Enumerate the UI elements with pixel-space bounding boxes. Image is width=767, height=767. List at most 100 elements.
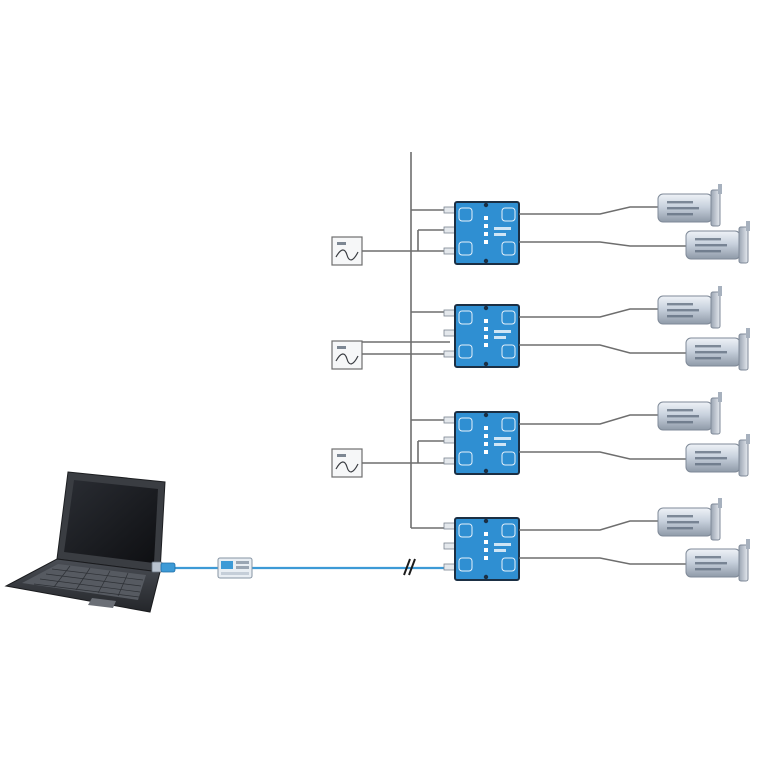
terminal-icon — [501, 241, 516, 256]
controller-module — [443, 201, 520, 265]
terminal-icon — [458, 417, 473, 432]
motor-endcap — [738, 439, 749, 477]
motor-label-mark — [695, 568, 721, 571]
terminal-icon — [501, 523, 516, 538]
controller-module — [443, 304, 520, 368]
motor-label-mark — [667, 303, 693, 306]
label-mark — [494, 543, 511, 546]
motor-icon — [685, 221, 750, 264]
laptop-keyboard — [22, 564, 146, 600]
motor-shaft — [718, 392, 722, 402]
status-led — [484, 224, 488, 228]
motor-wire — [519, 557, 686, 565]
motor-wires — [519, 520, 686, 565]
motor-label-mark — [667, 421, 693, 424]
label-mark — [494, 336, 506, 339]
status-led — [484, 232, 488, 236]
motor-label-mark — [667, 409, 693, 412]
motor-endcap — [710, 503, 721, 541]
controller-module — [443, 411, 520, 475]
status-led — [484, 532, 488, 536]
ac-sensor-icon — [331, 340, 363, 370]
terminal-icon — [458, 207, 473, 222]
terminal-icon — [458, 557, 473, 572]
sensor-mark — [337, 242, 346, 245]
motor-label-mark — [667, 207, 699, 210]
motor-label-mark — [667, 515, 693, 518]
status-led — [484, 319, 488, 323]
terminal-icon — [501, 451, 516, 466]
laptop-touchpad — [88, 598, 116, 608]
motor-icon — [657, 392, 722, 435]
motor-wire — [519, 206, 658, 215]
motor-endcap — [738, 544, 749, 582]
sensor-box — [331, 448, 363, 478]
sensor-box — [331, 236, 363, 266]
motor-icon — [685, 328, 750, 371]
motor-label-mark — [695, 457, 727, 460]
status-led — [484, 240, 488, 244]
motor-shaft — [718, 184, 722, 194]
motor-label-mark — [695, 238, 721, 241]
ac-sensor-icon — [331, 448, 363, 478]
terminal-icon — [501, 207, 516, 222]
motor-wire — [519, 451, 686, 460]
mount-hole — [483, 468, 489, 474]
laptop-keys — [33, 565, 144, 598]
label-mark — [494, 330, 511, 333]
terminal-icon — [458, 310, 473, 325]
motor-label-mark — [695, 556, 721, 559]
status-led — [484, 343, 488, 347]
terminal-icon — [501, 344, 516, 359]
motor-stack — [519, 184, 750, 582]
controller-module — [443, 517, 520, 581]
motor-label-mark — [695, 351, 727, 354]
motor-wires — [519, 308, 686, 354]
motor-shaft — [746, 434, 750, 444]
motor-wires — [519, 206, 686, 247]
status-led — [484, 216, 488, 220]
motor-icon — [685, 434, 750, 477]
status-led — [484, 434, 488, 438]
bus-wiring — [362, 152, 450, 529]
sine-wave — [335, 461, 359, 473]
motor-endcap — [710, 397, 721, 435]
motor-label-mark — [695, 345, 721, 348]
motor-label-mark — [695, 562, 727, 565]
motor-label-mark — [667, 527, 693, 530]
terminal-icon — [458, 344, 473, 359]
laptop-icon — [4, 471, 166, 613]
motor-endcap — [738, 333, 749, 371]
sensor-stack — [331, 236, 363, 478]
ac-sensor-icon — [331, 236, 363, 266]
mount-hole — [483, 574, 489, 580]
mount-hole — [483, 202, 489, 208]
mount-hole — [483, 361, 489, 367]
mount-hole — [483, 518, 489, 524]
usb-bus — [172, 558, 450, 576]
motor-label-mark — [667, 521, 699, 524]
motor-shaft — [746, 328, 750, 338]
label-mark — [494, 437, 511, 440]
laptop-screen — [64, 480, 158, 563]
motor-wires — [519, 414, 686, 460]
motor-endcap — [710, 189, 721, 227]
motor-shaft — [746, 221, 750, 231]
motor-icon — [657, 498, 722, 541]
controller-stack — [443, 201, 520, 581]
mount-hole — [483, 412, 489, 418]
motor-label-mark — [667, 315, 693, 318]
status-led — [484, 426, 488, 430]
usb-plug-icon — [151, 561, 176, 573]
status-led — [484, 450, 488, 454]
status-led — [484, 327, 488, 331]
status-led — [484, 556, 488, 560]
motor-label-mark — [667, 201, 693, 204]
motor-icon — [657, 286, 722, 329]
motor-wire — [519, 308, 658, 318]
terminal-icon — [458, 523, 473, 538]
sensor-box — [331, 340, 363, 370]
mount-hole — [483, 305, 489, 311]
sensor-mark — [337, 454, 346, 457]
motor-wire — [519, 241, 686, 247]
